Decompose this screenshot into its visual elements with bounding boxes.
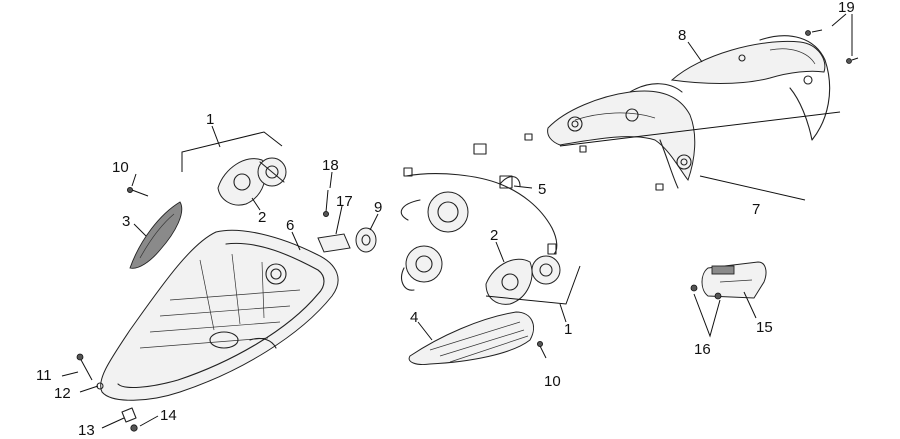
callout-9: 9 [374, 199, 382, 216]
callout-12: 12 [54, 385, 71, 402]
pad-part-17 [317, 233, 351, 253]
callout-7: 7 [752, 201, 760, 218]
callout-6: 6 [286, 217, 294, 234]
bulb-holder-part-1 [257, 157, 287, 187]
connector-top [473, 143, 487, 155]
callout-15: 15 [756, 319, 773, 336]
callout-18: 18 [322, 157, 339, 174]
nut-part-14 [130, 424, 138, 432]
callout-19: 19 [838, 0, 855, 16]
turn-signal-lens-part-4 [408, 311, 534, 365]
callout-2-right: 2 [490, 227, 498, 244]
tail-light-assembly-part-7 [524, 83, 841, 201]
callout-labels: 1 10 2 3 6 18 17 9 5 2 1 4 10 8 19 7 15 … [36, 0, 855, 439]
callout-4: 4 [410, 309, 418, 326]
grommet-part-9 [355, 227, 377, 253]
headlight-bulb-socket [401, 245, 443, 291]
bulb-holder-right-part-1 [531, 255, 561, 285]
turn-signal-bulb-socket-part-2 [217, 158, 266, 206]
wiring-harness-part-5 [400, 167, 558, 255]
screw-part-10-right [537, 340, 547, 359]
callout-3: 3 [122, 213, 130, 230]
callout-14: 14 [160, 407, 177, 424]
headlight-lens-part-6 [100, 229, 339, 401]
callout-1-right: 1 [564, 321, 572, 338]
clip-part-13 [121, 407, 137, 423]
nut-part-16 [690, 284, 722, 300]
screw-part-10-left [127, 186, 149, 197]
callout-1-top: 1 [206, 111, 214, 128]
screw-part-19 [805, 29, 859, 64]
callout-17: 17 [336, 193, 353, 210]
screw-part-18 [322, 189, 329, 217]
callout-2-top: 2 [258, 209, 266, 226]
reflector-part-3 [129, 201, 183, 269]
bolt-part-11 [76, 353, 93, 381]
callout-10-right: 10 [544, 373, 561, 390]
callout-16: 16 [694, 341, 711, 358]
leader-lines [61, 13, 853, 429]
license-lamp-part-15 [701, 261, 767, 299]
callout-10-left: 10 [112, 159, 129, 176]
turn-signal-bulb-socket-right-part-2 [485, 258, 533, 305]
callout-8: 8 [678, 27, 686, 44]
tail-cowl-part-8 [670, 35, 831, 141]
callout-5: 5 [538, 181, 546, 198]
callout-13: 13 [78, 422, 95, 439]
callout-11: 11 [36, 367, 52, 384]
